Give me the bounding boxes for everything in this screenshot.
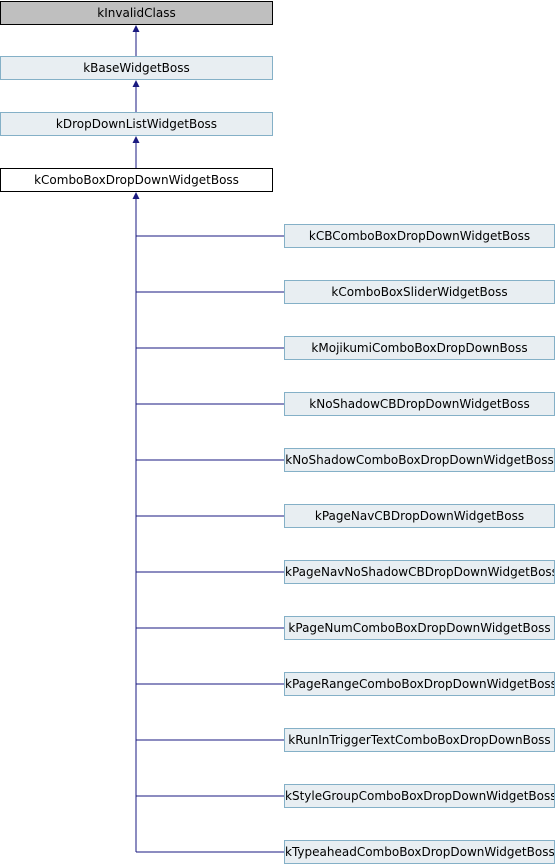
class-node-child[interactable]: kCBComboBoxDropDownWidgetBoss <box>284 224 555 248</box>
class-node-child[interactable]: kNoShadowComboBoxDropDownWidgetBoss <box>284 448 555 472</box>
class-node-kinvalidclass: kInvalidClass <box>0 1 273 25</box>
inheritance-arrowhead <box>132 136 140 143</box>
class-node-child[interactable]: kPageNavNoShadowCBDropDownWidgetBoss <box>284 560 555 584</box>
class-node-kdropdownlistwidgetboss[interactable]: kDropDownListWidgetBoss <box>0 112 273 136</box>
class-node-child[interactable]: kRunInTriggerTextComboBoxDropDownBoss <box>284 728 555 752</box>
inheritance-arrowhead <box>132 192 140 199</box>
class-node-child[interactable]: kPageNavCBDropDownWidgetBoss <box>284 504 555 528</box>
class-node-child[interactable]: kPageNumComboBoxDropDownWidgetBoss <box>284 616 555 640</box>
class-node-current: kComboBoxDropDownWidgetBoss <box>0 168 273 192</box>
class-node-child[interactable]: kStyleGroupComboBoxDropDownWidgetBoss <box>284 784 555 808</box>
class-node-child[interactable]: kMojikumiComboBoxDropDownBoss <box>284 336 555 360</box>
class-node-kbasewidgetboss[interactable]: kBaseWidgetBoss <box>0 56 273 80</box>
class-node-child[interactable]: kTypeaheadComboBoxDropDownWidgetBoss <box>284 840 555 864</box>
inheritance-arrowhead <box>132 80 140 87</box>
inheritance-arrowhead <box>132 25 140 32</box>
class-node-child[interactable]: kPageRangeComboBoxDropDownWidgetBoss <box>284 672 555 696</box>
class-node-child[interactable]: kNoShadowCBDropDownWidgetBoss <box>284 392 555 416</box>
class-node-child[interactable]: kComboBoxSliderWidgetBoss <box>284 280 555 304</box>
